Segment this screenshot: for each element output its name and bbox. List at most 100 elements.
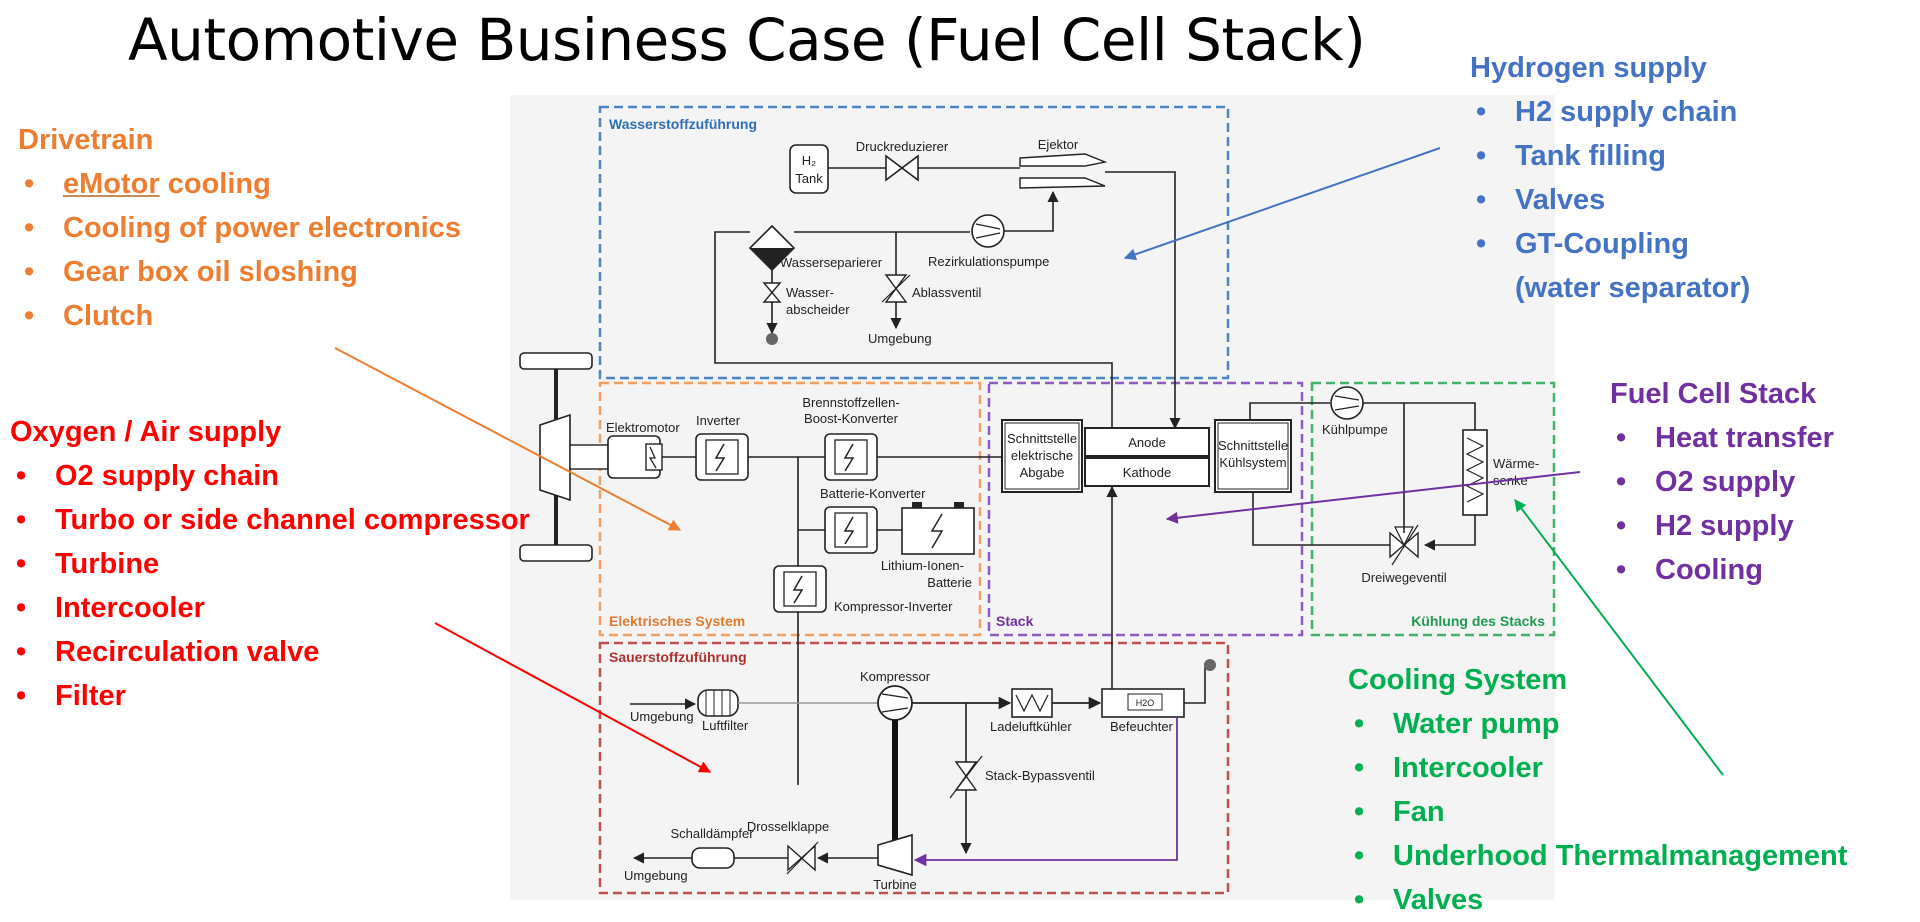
h2-tank (789, 144, 829, 194)
label-dreiwegeventil: Dreiwegeventil (1361, 570, 1446, 585)
area-label-kuehlung: Kühlung des Stacks (1411, 613, 1545, 629)
label-umgebung-out: Umgebung (624, 868, 688, 883)
ejector (1019, 153, 1108, 189)
label-drosselklappe: Drosselklappe (747, 819, 829, 834)
label-schnitt-k-1: Schnittstelle (1218, 438, 1288, 453)
hydrogen-heading: Hydrogen supply (1470, 52, 1707, 84)
drivetrain-pointer-arrow (334, 347, 682, 531)
label-umgebung-h2: Umgebung (868, 331, 932, 346)
fuelcell-panel: Fuel Cell Stack Heat transfer O2 supply … (1610, 372, 1834, 592)
hydrogen-list: H2 supply chain Tank filling Valves GT-C… (1470, 90, 1750, 310)
area-electric-box (598, 381, 982, 637)
drivetrain-panel: Drivetrain eMotor cooling Cooling of pow… (18, 118, 461, 338)
list-item: Filter (10, 674, 530, 718)
list-item: Heat transfer (1610, 416, 1834, 460)
area-oxygen-box (598, 641, 1230, 895)
list-item: Intercooler (1348, 746, 1847, 790)
fuelcell-pointer-arrow (1165, 471, 1581, 524)
pressure-reducer-valve (885, 154, 919, 182)
area-label-sauerstoff: Sauerstoffzuführung (609, 649, 747, 665)
compressor (877, 685, 913, 721)
list-item: Fan (1348, 790, 1847, 834)
list-item: O2 supply (1610, 460, 1834, 504)
label-boost-2: Boost-Konverter (804, 411, 899, 426)
label-boost-1: Brennstoffzellen- (802, 395, 899, 410)
label-waerme-1: Wärme- (1493, 456, 1539, 471)
list-item-continuation: (water separator) (1515, 272, 1751, 304)
label-batterie-2: Batterie (927, 575, 972, 590)
fuelcell-list: Heat transfer O2 supply H2 supply Coolin… (1610, 416, 1834, 592)
coolant-pump (1330, 386, 1364, 420)
label-turbine: Turbine (873, 877, 917, 892)
hydrogen-panel: Hydrogen supply H2 supply chain Tank fil… (1470, 46, 1750, 310)
h2-tank-label-1: H₂ (802, 153, 816, 168)
label-batterie-1: Lithium-Ionen- (881, 558, 964, 573)
list-item: Valves (1470, 178, 1750, 222)
intercooler (1011, 688, 1053, 718)
label-anode: Anode (1128, 435, 1166, 450)
heat-sink (1462, 429, 1488, 516)
recirculation-pump (971, 214, 1005, 248)
list-item: Clutch (18, 294, 461, 338)
area-label-elektrisch: Elektrisches System (609, 613, 745, 629)
oxygen-heading: Oxygen / Air supply (10, 416, 282, 448)
emotor-term: eMotor (63, 168, 160, 200)
list-item: Turbo or side channel compressor (10, 498, 530, 542)
label-wasserabscheider-2: abscheider (786, 302, 850, 317)
oxygen-panel: Oxygen / Air supply O2 supply chain Turb… (10, 410, 530, 718)
anode (1084, 427, 1210, 457)
axle-bottom-wheel (519, 544, 593, 562)
label-kompressor-inverter: Kompressor-Inverter (834, 599, 953, 614)
drivetrain-list: eMotor cooling Cooling of power electron… (18, 162, 461, 338)
list-item: Gear box oil sloshing (18, 250, 461, 294)
electrical-interface (1001, 419, 1083, 493)
gearbox (539, 413, 571, 502)
cooling-heading: Cooling System (1348, 664, 1568, 696)
label-ablassventil: Ablassventil (912, 285, 981, 300)
area-stack-box (987, 381, 1304, 637)
cooling-interface (1214, 419, 1292, 493)
list-item: Cooling of power electronics (18, 206, 461, 250)
fuelcell-heading: Fuel Cell Stack (1610, 378, 1817, 410)
area-label-wasserstoff: Wasserstoffzuführung (609, 116, 757, 132)
label-kuehlpumpe: Kühlpumpe (1322, 422, 1388, 437)
axle-top-wheel (519, 352, 593, 370)
air-filter (697, 689, 739, 717)
list-item: O2 supply chain (10, 454, 530, 498)
list-item: GT-Coupling (1470, 222, 1750, 266)
emotor-suffix: cooling (159, 168, 271, 200)
fuel-cell-system-diagram: Wasserstoffzuführung Elektrisches System… (334, 95, 1724, 900)
label-ejektor: Ejektor (1038, 137, 1079, 152)
label-rezirkulationspumpe: Rezirkulationspumpe (928, 254, 1049, 269)
list-item: H2 supply chain (1470, 90, 1750, 134)
label-h2o: H2O (1136, 698, 1155, 708)
label-bypass: Stack-Bypassventil (985, 768, 1095, 783)
list-item: Underhood Thermalmanagement (1348, 834, 1847, 878)
list-item: Recirculation valve (10, 630, 530, 674)
label-umgebung-in: Umgebung (630, 709, 694, 724)
label-befeuchter: Befeuchter (1110, 719, 1174, 734)
list-item: Intercooler (10, 586, 530, 630)
cooling-list: Water pump Intercooler Fan Underhood The… (1348, 702, 1847, 922)
area-hydrogen-box (598, 105, 1230, 380)
label-wasserabscheider-1: Wasser- (786, 285, 834, 300)
list-item: Tank filling (1470, 134, 1750, 178)
label-schnitt-el-1: Schnittstelle (1007, 431, 1077, 446)
h2-tank-label-2: Tank (795, 171, 823, 186)
list-item: Cooling (1610, 548, 1834, 592)
label-kathode: Kathode (1123, 465, 1171, 480)
drivetrain-heading: Drivetrain (18, 124, 154, 156)
label-schnitt-el-2: elektrische (1011, 448, 1073, 463)
list-item: Water pump (1348, 702, 1847, 746)
label-wasserseparierer: Wasserseparierer (780, 255, 883, 270)
water-drain-valve (762, 282, 782, 303)
label-elektromotor: Elektromotor (606, 420, 680, 435)
label-batterie-konverter: Batterie-Konverter (820, 486, 926, 501)
label-ladeluftkuehler: Ladeluftkühler (990, 719, 1072, 734)
list-item: Valves (1348, 878, 1847, 922)
label-inverter: Inverter (696, 413, 741, 428)
muffler (691, 847, 735, 869)
label-schnitt-el-3: Abgabe (1020, 465, 1065, 480)
area-cooling-box (1310, 381, 1556, 637)
area-label-stack: Stack (996, 613, 1034, 629)
